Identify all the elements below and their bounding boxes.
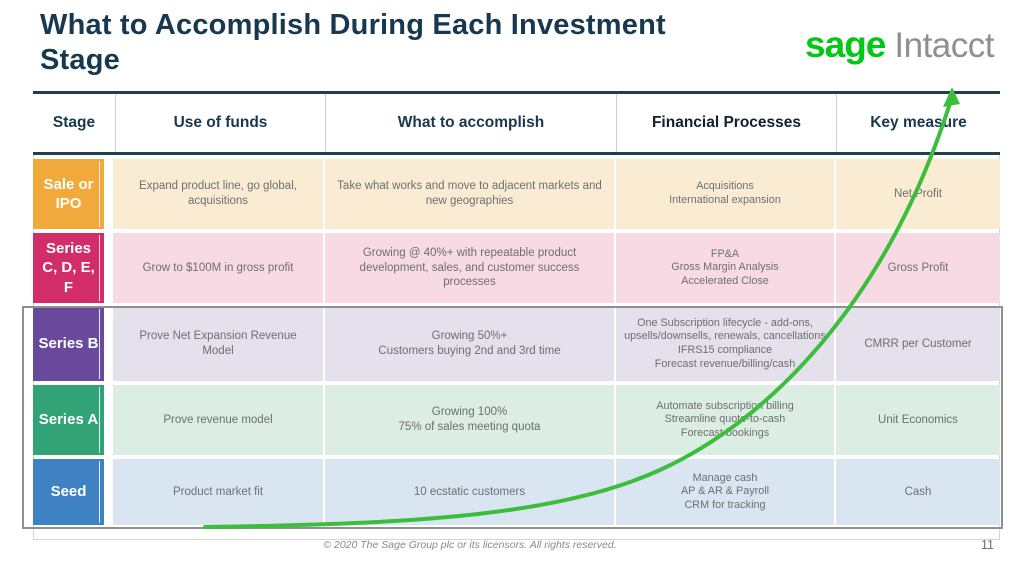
table-row-series-a: Series A Prove revenue model Growing 100…	[33, 385, 1000, 455]
use-of-funds-cell: Prove revenue model	[113, 385, 325, 455]
table-header-row: Stage Use of funds What to accomplish Fi…	[33, 91, 1000, 155]
use-of-funds-cell: Expand product line, go global, acquisit…	[113, 159, 325, 229]
stage-label: Series C, D, E, F	[42, 239, 95, 296]
key-measure-cell: Cash	[836, 459, 1000, 525]
financial-processes-cell: Acquisitions International expansion	[616, 159, 836, 229]
table-body: Sale or IPO Expand product line, go glob…	[33, 159, 1000, 525]
column-header-what-to-accomplish: What to accomplish	[326, 94, 617, 152]
table-row-seed: Seed Product market fit 10 ecstatic cust…	[33, 459, 1000, 525]
column-header-stage: Stage	[33, 94, 116, 152]
investment-stage-table: Stage Use of funds What to accomplish Fi…	[33, 91, 1000, 538]
financial-processes-cell: FP&A Gross Margin Analysis Accelerated C…	[616, 233, 836, 303]
financial-processes-cell: One Subscription lifecycle - add-ons, up…	[616, 307, 836, 381]
column-header-use-of-funds: Use of funds	[116, 94, 326, 152]
financial-processes-cell: Manage cash AP & AR & Payroll CRM for tr…	[616, 459, 836, 525]
key-measure-cell: CMRR per Customer	[836, 307, 1000, 381]
use-of-funds-cell: Prove Net Expansion Revenue Model	[113, 307, 325, 381]
copyright-text: © 2020 The Sage Group plc or its licenso…	[323, 539, 617, 551]
key-measure-cell: Net Profit	[836, 159, 1000, 229]
what-to-accomplish-cell: Growing 100% 75% of sales meeting quota	[325, 385, 616, 455]
what-to-accomplish-cell: 10 ecstatic customers	[325, 459, 616, 525]
column-header-financial-processes: Financial Processes	[617, 94, 837, 152]
stage-label: Series A	[38, 411, 99, 429]
stage-cell-seed: Seed	[33, 459, 104, 525]
table-bottom-strip	[33, 529, 1000, 538]
column-header-key-measure: Key measure	[870, 114, 967, 131]
stage-label: Seed	[50, 483, 87, 501]
slide-title: What to Accomplish During Each Investmen…	[40, 9, 666, 77]
stage-label: Sale or IPO	[43, 175, 94, 213]
stage-cell-sale-or-ipo: Sale or IPO	[33, 159, 104, 229]
table-row-series-b: Series B Prove Net Expansion Revenue Mod…	[33, 307, 1000, 381]
financial-processes-cell: Automate subscription billing Streamline…	[616, 385, 836, 455]
page-number: 11	[981, 538, 994, 552]
table-row-sale-or-ipo: Sale or IPO Expand product line, go glob…	[33, 159, 1000, 229]
stage-cell-series-cdef: Series C, D, E, F	[33, 233, 104, 303]
use-of-funds-cell: Grow to $100M in gross profit	[113, 233, 325, 303]
what-to-accomplish-cell: Growing 50%+ Customers buying 2nd and 3r…	[325, 307, 616, 381]
what-to-accomplish-cell: Take what works and move to adjacent mar…	[325, 159, 616, 229]
use-of-funds-cell: Product market fit	[113, 459, 325, 525]
sage-logo-text: sage	[805, 24, 886, 65]
stage-cell-series-b: Series B	[33, 307, 104, 381]
what-to-accomplish-cell: Growing @ 40%+ with repeatable product d…	[325, 233, 616, 303]
key-measure-cell: Gross Profit	[836, 233, 1000, 303]
sage-intacct-logo: sage Intacct	[805, 24, 994, 66]
stage-cell-series-a: Series A	[33, 385, 104, 455]
key-measure-cell: Unit Economics	[836, 385, 1000, 455]
table-row-series-cdef: Series C, D, E, F Grow to $100M in gross…	[33, 233, 1000, 303]
stage-label: Series B	[38, 335, 99, 353]
intacct-logo-text: Intacct	[894, 26, 994, 65]
